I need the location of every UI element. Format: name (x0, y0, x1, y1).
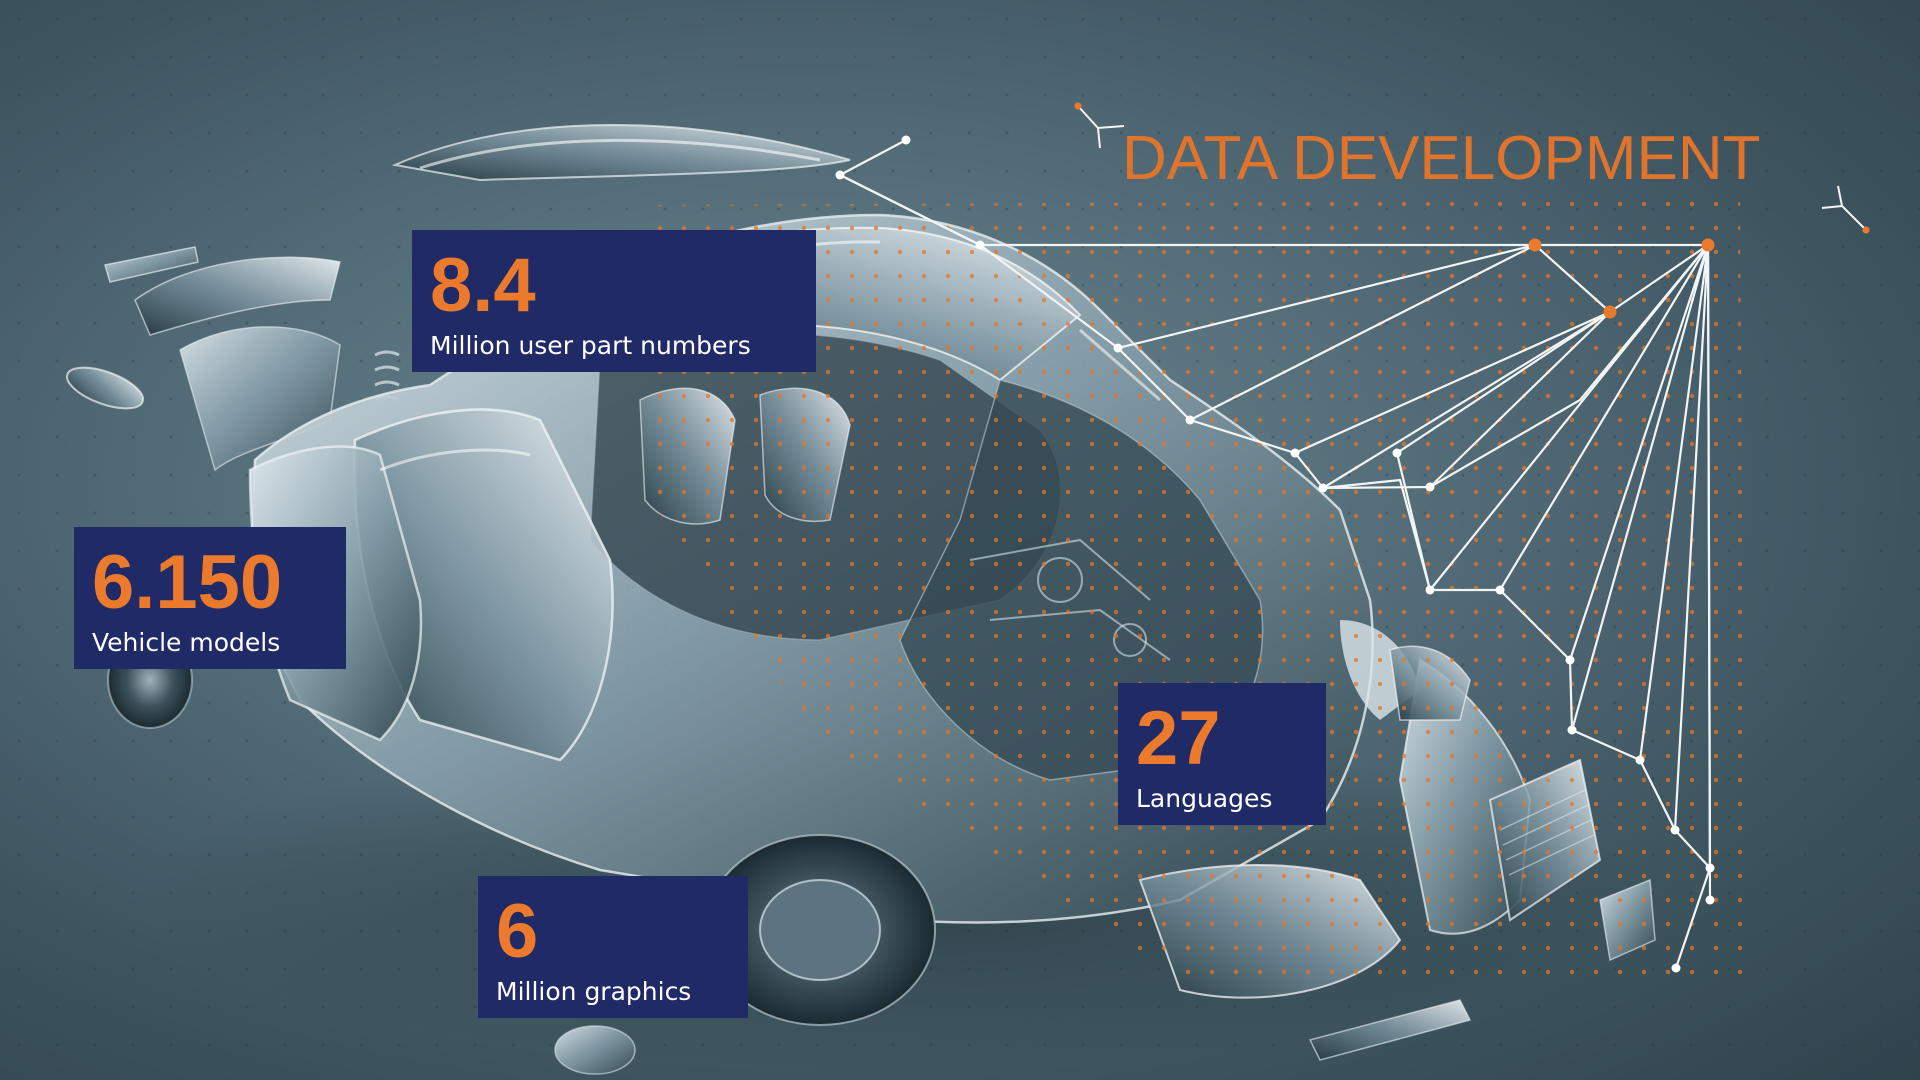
stat-label: Vehicle models (92, 628, 281, 657)
stat-card-languages: 27 Languages (1118, 683, 1326, 825)
stat-value: 6.150 (92, 540, 283, 625)
stat-card-vehicle-models: 6.150 Vehicle models (74, 527, 346, 669)
stat-label: Million graphics (496, 977, 692, 1006)
stat-label: Million user part numbers (430, 331, 751, 360)
stat-value: 6 (496, 889, 539, 974)
title-heading: DATA DEVELOPMENT (1122, 124, 1761, 193)
stat-value: 27 (1136, 696, 1221, 781)
stat-card-graphics: 6 Million graphics (478, 876, 748, 1018)
stat-card-part-numbers: 8.4 Million user part numbers (412, 230, 816, 372)
stat-value: 8.4 (430, 243, 536, 328)
stat-label: Languages (1136, 784, 1273, 813)
